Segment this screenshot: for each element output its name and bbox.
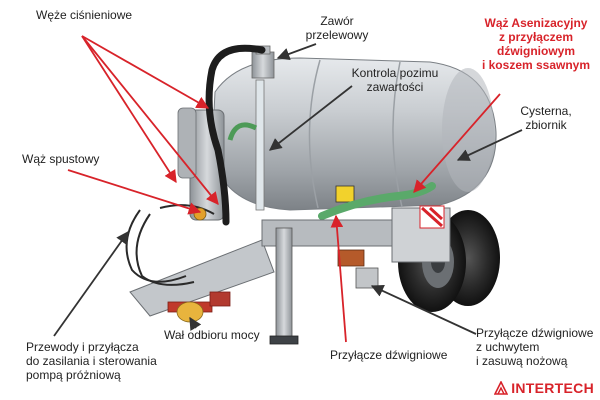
- chassis: [129, 205, 451, 317]
- label-sanitation-hose: Wąż Asenizacyjny z przyłączem dźwigniowy…: [481, 16, 591, 72]
- arrow-lever-connector-handle: [370, 285, 477, 335]
- arrow-lever-connector: [330, 214, 347, 343]
- arrow-pressure-hoses-1: [81, 35, 210, 109]
- label-power-cables: Przewody i przyłącza do zasilania i ster…: [26, 340, 157, 382]
- label-lever-connector-handle: Przyłącze dźwigniowe z uchwytem i zasuwą…: [476, 326, 594, 368]
- label-overflow-valve: Zawór przelewowy: [305, 14, 369, 42]
- arrow-pressure-hoses-3: [81, 35, 219, 205]
- label-pto-shaft: Wał odbioru mocy: [164, 328, 260, 342]
- arrow-sanitation-hose: [413, 93, 501, 193]
- label-level-control: Kontrola pozimu zawartości: [351, 66, 439, 94]
- intertech-logo: INTERTECH: [494, 380, 594, 396]
- pressure-hose-black: [205, 44, 266, 226]
- jack-stand: [269, 227, 299, 345]
- label-lever-connector: Przyłącze dźwigniowe: [330, 348, 448, 362]
- green-hose: [227, 122, 258, 141]
- label-drain-hose: Wąż spustowy: [22, 152, 100, 166]
- annotation-arrows: [53, 35, 523, 343]
- lever-connector-body: [337, 249, 379, 289]
- logo-mark-icon: [494, 381, 509, 395]
- level-indicator: [255, 79, 265, 211]
- tank-body: [211, 57, 497, 211]
- arrow-power-cables: [53, 230, 129, 337]
- arrow-level-control: [269, 85, 353, 151]
- arrow-overflow-valve: [276, 43, 317, 60]
- label-tank: Cysterna, zbiornik: [520, 104, 572, 132]
- arrow-drain-hose: [67, 169, 202, 215]
- arrow-pto-shaft: [189, 316, 202, 331]
- arrow-pressure-hoses-2: [81, 35, 177, 184]
- arrow-tank: [456, 129, 523, 161]
- label-pressure-hoses: Węże ciśnieniowe: [36, 8, 133, 22]
- logo-text: INTERTECH: [511, 380, 594, 396]
